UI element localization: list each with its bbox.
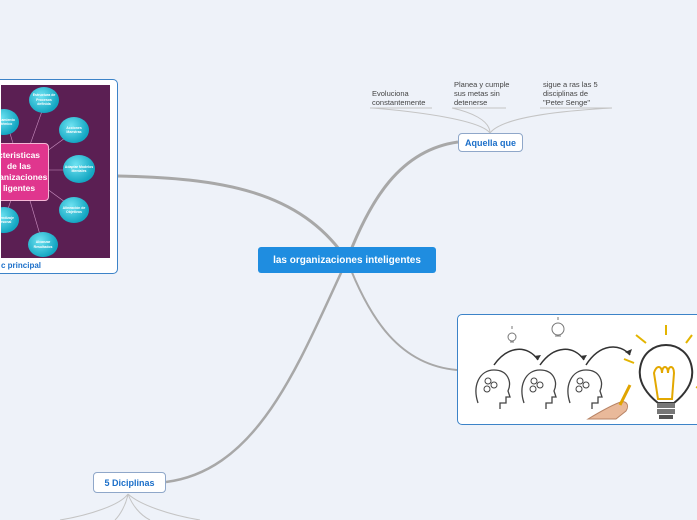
center-pink-box: cteristicas de las rganizaciones ligente… (1, 143, 49, 201)
characteristics-image: Estructura de Procesos definida Acciones… (1, 85, 110, 258)
topic-5-disciplinas[interactable]: 5 Diciplinas (93, 472, 166, 493)
image-topic-card[interactable]: Estructura de Procesos definida Acciones… (0, 79, 118, 274)
leaf-evoluciona[interactable]: Evoluciona constantemente (372, 89, 425, 107)
bubble-estructura: Estructura de Procesos definida (29, 87, 59, 113)
central-topic[interactable]: las organizaciones inteligentes (258, 247, 436, 273)
image-caption: c principal (1, 261, 41, 270)
bubble-acciones: Acciones Maestras (59, 117, 89, 143)
topic-aquella-que[interactable]: Aquella que (458, 133, 523, 152)
bubble-alineacion: Alineación de Objetivos (59, 197, 89, 223)
bubble-alcanzar: Alcanzar Resultados (28, 232, 58, 257)
leaf-sigue[interactable]: sigue a ras las 5 disciplinas de "Peter … (543, 80, 598, 107)
leaf-planea[interactable]: Planea y cumple sus metas sin detenerse (454, 80, 509, 107)
bulb-illustration (458, 315, 697, 425)
bubble-adaptar: Adaptar Modelos Mentales (63, 155, 95, 183)
bulb-image-card[interactable] (457, 314, 697, 425)
